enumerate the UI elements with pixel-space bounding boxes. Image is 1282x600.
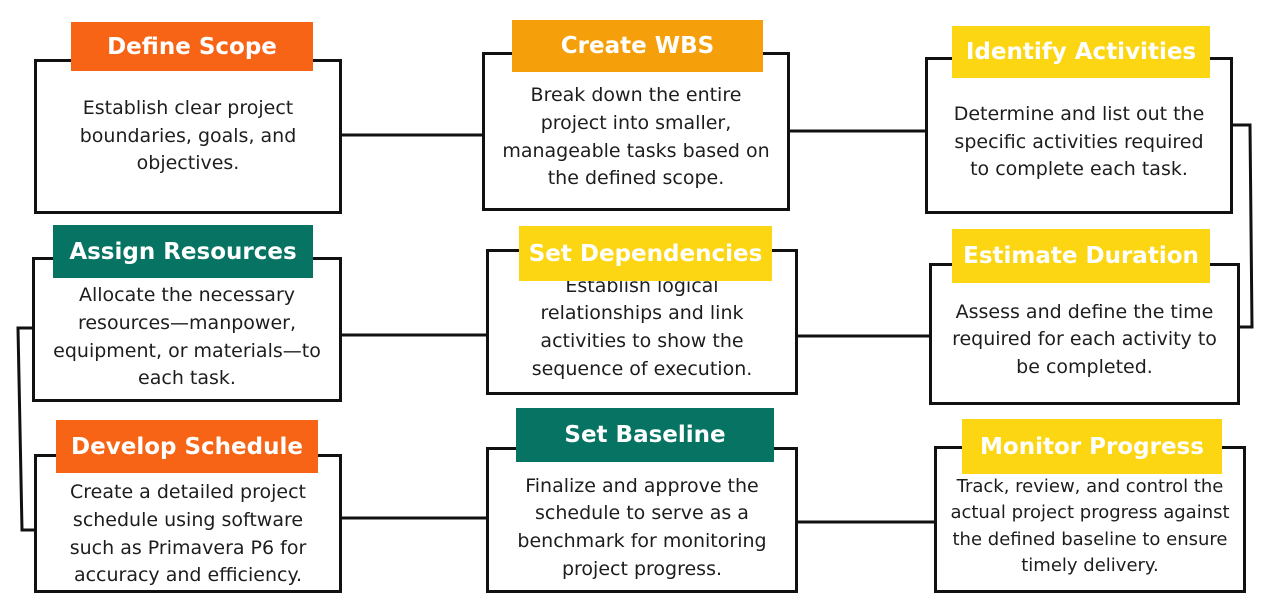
step-box: Allocate the necessary resources—manpowe… (32, 257, 342, 402)
step-description: Create a detailed project schedule using… (69, 481, 307, 587)
step-box: Determine and list out the specific acti… (925, 57, 1233, 214)
step-title: Assign Resources (53, 225, 313, 278)
step-title: Create WBS (512, 20, 763, 72)
step-title: Develop Schedule (56, 420, 318, 473)
step-description: Establish logical relationships and link… (531, 274, 753, 380)
step-title: Set Baseline (516, 408, 774, 462)
step-box: Create a detailed project schedule using… (34, 454, 342, 593)
step-description: Break down the entire project into small… (502, 84, 770, 190)
step-description: Finalize and approve the schedule to ser… (517, 474, 767, 580)
step-box: Establish clear project boundaries, goal… (34, 59, 342, 214)
step-title: Monitor Progress (962, 419, 1222, 474)
step-description: Determine and list out the specific acti… (953, 103, 1205, 181)
step-box: Break down the entire project into small… (482, 52, 790, 211)
step-box: Assess and define the time required for … (929, 263, 1240, 405)
step-description: Allocate the necessary resources—manpowe… (53, 284, 321, 390)
step-title: Define Scope (71, 22, 313, 71)
step-title: Estimate Duration (952, 229, 1210, 283)
step-box: Finalize and approve the schedule to ser… (486, 447, 798, 593)
step-title: Identify Activities (952, 26, 1210, 78)
step-title: Set Dependencies (519, 226, 772, 281)
connector-assign-resources-to-develop-schedule (16, 326, 36, 532)
step-description: Track, review, and control the actual pr… (950, 476, 1230, 576)
step-description: Assess and define the time required for … (952, 300, 1217, 378)
connector-identify-activities-to-estimate-duration (1232, 123, 1254, 329)
step-description: Establish clear project boundaries, goal… (79, 97, 297, 175)
